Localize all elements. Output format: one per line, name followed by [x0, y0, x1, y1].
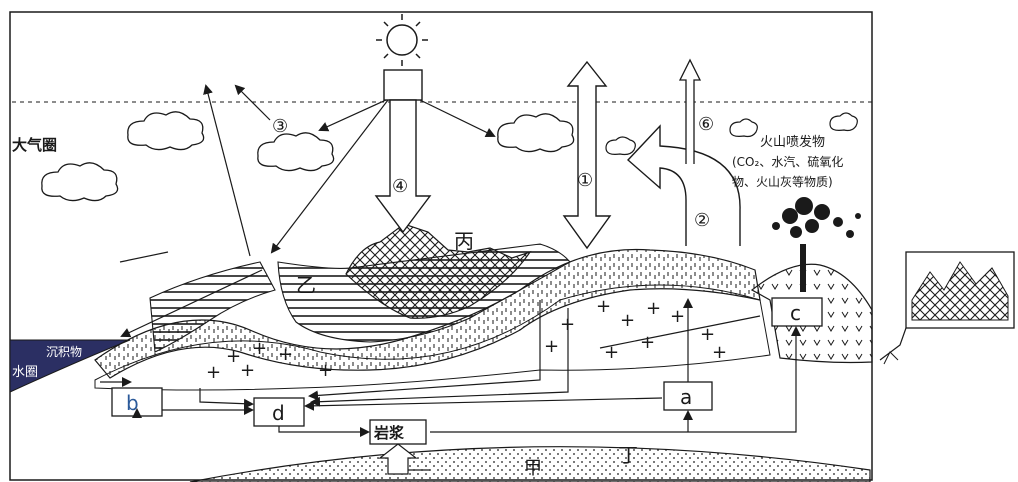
volcano-conduit	[800, 244, 806, 292]
cloud-icon	[829, 112, 858, 132]
svg-text:+: +	[700, 324, 715, 345]
label-yi: 乙	[296, 273, 316, 297]
label-hydrosphere: 水圈	[12, 365, 38, 380]
svg-text:+: +	[620, 310, 635, 331]
landscape-thumbnail-icon	[879, 251, 1015, 365]
reflection-arrows	[234, 84, 496, 254]
mantle-dome	[189, 446, 871, 482]
process-arrows	[100, 84, 801, 471]
cloud-icon	[257, 132, 335, 172]
label-volcano-detail-2: 物、火山灰等物质)	[732, 175, 833, 189]
cloud-icon	[605, 136, 636, 156]
svg-text:+: +	[646, 298, 661, 319]
label-1: ①	[577, 170, 593, 191]
label-b: b	[126, 391, 139, 415]
label-jia: 甲	[524, 458, 542, 479]
label-volcano-detail-1: (CO₂、水汽、硫氧化	[732, 154, 843, 169]
sun-icon	[376, 14, 428, 66]
label-ding: 丁	[618, 443, 638, 467]
strata-yi-left	[149, 261, 276, 353]
svg-text:+: +	[596, 296, 611, 317]
label-4: ④	[392, 176, 408, 197]
cloud-icon	[729, 118, 758, 138]
label-a: a	[680, 385, 692, 409]
mountain-bing	[345, 223, 532, 319]
svg-text:+: +	[604, 342, 619, 363]
label-6: ⑥	[698, 114, 714, 135]
label-magma: 岩浆	[373, 424, 405, 442]
curved-arrow-2	[626, 124, 741, 246]
svg-text:+: +	[712, 342, 727, 363]
svg-text:+: +	[206, 362, 221, 383]
cloud-icon	[41, 162, 119, 202]
magma-up-arrow	[378, 443, 418, 475]
label-2: ②	[694, 210, 710, 231]
label-sediment: 沉积物	[46, 345, 82, 359]
solar-down-arrow	[374, 99, 432, 234]
arrow-6	[678, 58, 702, 164]
label-3: ③	[272, 116, 288, 137]
svg-text:+: +	[544, 336, 559, 357]
label-atmosphere: 大气圈	[12, 136, 57, 154]
metamorphic-band	[94, 248, 761, 379]
volcano-plume-icon	[772, 197, 861, 238]
cloud-icon	[127, 111, 205, 151]
cloud-icon	[497, 113, 575, 153]
box-d	[253, 397, 305, 427]
svg-text:+: +	[670, 306, 685, 327]
svg-text:+: +	[640, 332, 655, 353]
label-bing: 丙	[454, 229, 474, 253]
svg-text:+: +	[240, 360, 255, 381]
label-volcano-title: 火山喷发物	[760, 134, 825, 150]
box-a	[663, 381, 713, 411]
label-d: d	[272, 401, 285, 425]
label-c: c	[790, 301, 801, 325]
solar-radiation-box	[383, 69, 423, 101]
double-arrow-1	[562, 60, 612, 250]
